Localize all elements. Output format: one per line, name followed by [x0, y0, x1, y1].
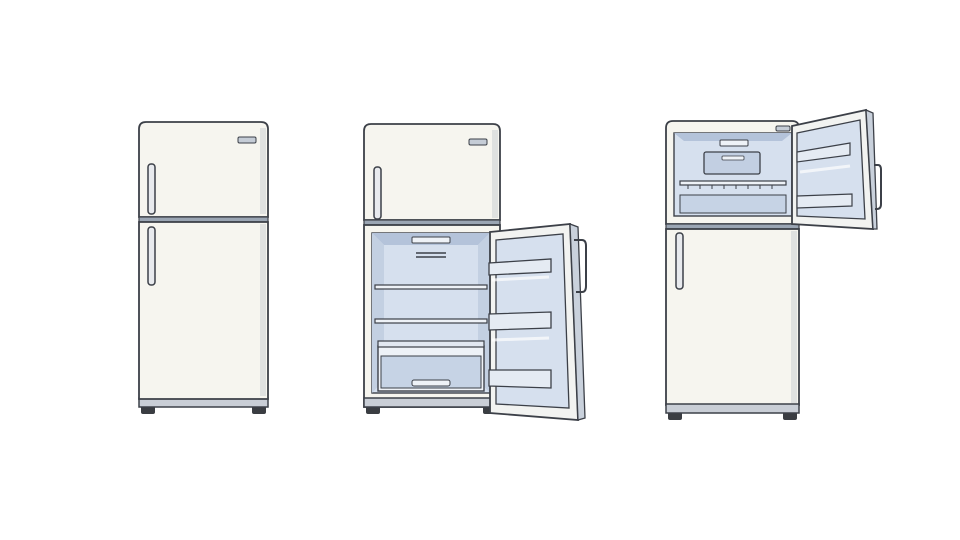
fridge2-base: [363, 397, 501, 408]
fridge2-open-door: [488, 223, 587, 421]
fridge-freezer-door-open: [665, 108, 882, 420]
fridge3-lower-handle: [675, 232, 684, 290]
fridge3-freezer-cabinet: [665, 120, 800, 225]
fridge3-door-shelf-2: [796, 193, 853, 209]
fridge2-light-panel: [411, 236, 451, 244]
fridge3-open-freezer-door: [791, 108, 882, 230]
fridge3-fridge-door: [665, 228, 800, 406]
fridge-closed-badge: [237, 136, 257, 144]
fridge2-cabinet: [363, 224, 501, 408]
fridge2-door-bin-2: [488, 311, 552, 331]
fridge-closed-fridge-door: [138, 221, 269, 400]
fridge3-ice-tray: [719, 139, 749, 147]
fridge-fridge-door-open: [363, 123, 587, 421]
fridge2-shelf-2: [374, 318, 488, 324]
fridge2-shelf-1: [374, 284, 488, 290]
fridge3-door-shelf-1: [796, 142, 851, 163]
fridge3-wire-rack: [679, 180, 787, 189]
fridge2-door-handle: [574, 239, 587, 293]
fridge-closed-upper-handle: [147, 163, 156, 215]
fridge-closed: [138, 121, 269, 414]
fridge2-upper-handle: [373, 166, 382, 220]
fridge2-door-bin-1: [488, 258, 552, 276]
fridge-closed-freezer-door: [138, 121, 269, 218]
fridge2-door-bin-3: [488, 369, 552, 389]
fridge3-freezer-box: [703, 151, 761, 175]
fridge3-base: [665, 403, 800, 414]
fridge3-door-handle: [874, 164, 882, 210]
fridge-closed-lower-handle: [147, 226, 156, 286]
fridge2-badge: [468, 138, 488, 146]
fridge2-freezer-door: [363, 123, 501, 221]
fridge3-badge: [775, 125, 791, 132]
